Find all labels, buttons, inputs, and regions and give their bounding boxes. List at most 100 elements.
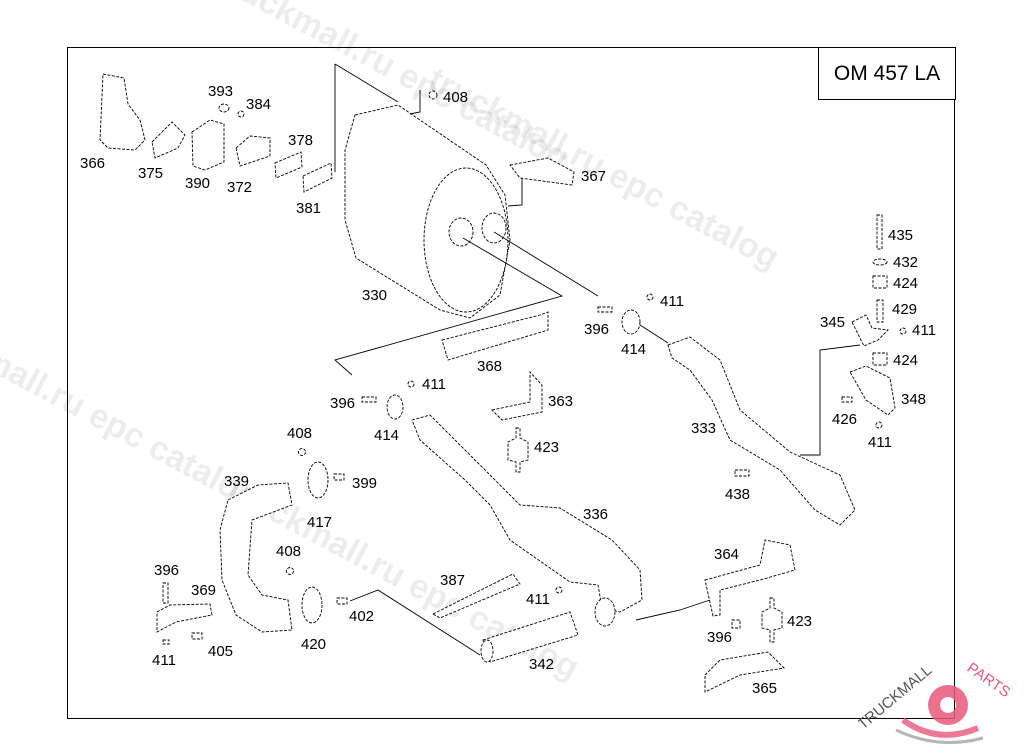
part-label-423[interactable]: 423 <box>787 613 813 630</box>
part-435-bolt[interactable] <box>876 214 883 250</box>
part-label-402[interactable]: 402 <box>349 608 375 625</box>
part-label-435[interactable]: 435 <box>888 227 914 244</box>
part-label-438[interactable]: 438 <box>725 486 751 503</box>
part-label-381[interactable]: 381 <box>296 200 322 217</box>
part-label-372[interactable]: 372 <box>227 179 253 196</box>
part-365-heat-shield[interactable] <box>704 651 785 693</box>
part-label-424[interactable]: 424 <box>893 352 919 369</box>
part-411-nut[interactable] <box>875 421 883 429</box>
part-408-nut[interactable] <box>286 567 294 575</box>
part-396-bolt[interactable] <box>162 582 169 604</box>
part-label-345[interactable]: 345 <box>820 314 846 331</box>
part-402-bolt[interactable] <box>336 597 348 605</box>
part-336-catalyst-pipe[interactable] <box>411 414 643 613</box>
part-363-bracket[interactable] <box>491 370 543 421</box>
part-label-387[interactable]: 387 <box>440 572 466 589</box>
part-432-washer[interactable] <box>872 258 888 266</box>
part-375-bracket[interactable] <box>151 121 186 159</box>
part-label-369[interactable]: 369 <box>191 582 217 599</box>
part-label-414[interactable]: 414 <box>374 427 400 444</box>
part-label-378[interactable]: 378 <box>288 132 314 149</box>
part-label-364[interactable]: 364 <box>714 546 740 563</box>
part-420-clamp[interactable] <box>301 586 323 624</box>
part-367-bracket[interactable] <box>509 157 575 186</box>
part-424-bushing[interactable] <box>872 352 888 366</box>
part-label-405[interactable]: 405 <box>208 643 234 660</box>
part-405-bolt[interactable] <box>191 632 203 640</box>
part-396-bolt[interactable] <box>731 619 741 629</box>
part-label-414[interactable]: 414 <box>621 341 647 358</box>
part-label-426[interactable]: 426 <box>832 411 858 428</box>
part-426-bolt[interactable] <box>841 396 853 403</box>
part-368-bracket[interactable] <box>441 311 549 361</box>
part-label-423[interactable]: 423 <box>534 439 560 456</box>
part-414-clamp[interactable] <box>621 309 641 335</box>
part-label-367[interactable]: 367 <box>581 168 607 185</box>
part-label-411[interactable]: 411 <box>422 376 446 393</box>
part-369-clamp[interactable] <box>156 603 213 633</box>
part-label-408[interactable]: 408 <box>287 425 313 442</box>
part-label-375[interactable]: 375 <box>138 165 164 182</box>
part-366-bracket[interactable] <box>99 73 146 151</box>
part-423-rubber-mount[interactable] <box>761 597 783 643</box>
part-399-bolt[interactable] <box>333 473 345 481</box>
part-364-bracket[interactable] <box>704 539 796 617</box>
part-label-411[interactable]: 411 <box>912 322 936 339</box>
part-label-342[interactable]: 342 <box>529 656 555 673</box>
part-label-424[interactable]: 424 <box>893 275 919 292</box>
part-label-339[interactable]: 339 <box>224 473 250 490</box>
part-label-411[interactable]: 411 <box>868 434 892 451</box>
part-424-bushing[interactable] <box>872 275 888 289</box>
part-label-365[interactable]: 365 <box>752 680 778 697</box>
part-label-363[interactable]: 363 <box>548 393 574 410</box>
part-label-420[interactable]: 420 <box>301 636 327 653</box>
part-411-nut[interactable] <box>555 586 563 594</box>
part-396-bolt[interactable] <box>361 396 377 403</box>
part-label-390[interactable]: 390 <box>185 175 211 192</box>
part-381-plate[interactable] <box>302 162 333 193</box>
part-label-396[interactable]: 396 <box>330 395 356 412</box>
part-label-417[interactable]: 417 <box>307 514 333 531</box>
part-label-384[interactable]: 384 <box>246 96 272 113</box>
part-411-nut[interactable] <box>899 327 907 335</box>
part-label-432[interactable]: 432 <box>893 254 919 271</box>
part-438-bolt[interactable] <box>734 469 750 477</box>
part-408-nut[interactable] <box>298 448 306 456</box>
part-label-393[interactable]: 393 <box>208 83 234 100</box>
part-label-411[interactable]: 411 <box>152 652 176 669</box>
part-387-heat-shield[interactable] <box>432 573 521 619</box>
part-372-bracket[interactable] <box>235 135 271 167</box>
part-390-rubber-mount[interactable] <box>191 119 225 171</box>
part-411-nut[interactable] <box>407 380 415 388</box>
part-label-348[interactable]: 348 <box>901 391 927 408</box>
part-408-nut[interactable] <box>428 90 438 100</box>
part-429-sleeve[interactable] <box>876 299 884 323</box>
part-423-rubber-mount[interactable] <box>507 427 529 473</box>
part-label-336[interactable]: 336 <box>583 506 609 523</box>
part-384-washer[interactable] <box>237 110 245 118</box>
part-label-366[interactable]: 366 <box>80 155 106 172</box>
part-label-399[interactable]: 399 <box>352 475 378 492</box>
part-label-396[interactable]: 396 <box>584 321 610 338</box>
part-label-429[interactable]: 429 <box>892 301 918 318</box>
part-393-bolt[interactable] <box>218 103 230 113</box>
part-345-bracket[interactable] <box>851 314 889 347</box>
part-348-bracket[interactable] <box>849 365 896 416</box>
part-411-nut[interactable] <box>162 639 170 645</box>
part-411-nut[interactable] <box>646 293 654 301</box>
part-label-396[interactable]: 396 <box>707 629 733 646</box>
part-label-408[interactable]: 408 <box>443 89 469 106</box>
part-378-plate[interactable] <box>274 151 303 179</box>
part-label-411[interactable]: 411 <box>526 591 550 608</box>
part-label-333[interactable]: 333 <box>691 420 717 437</box>
part-label-396[interactable]: 396 <box>154 562 180 579</box>
part-label-408[interactable]: 408 <box>276 543 302 560</box>
part-396-bolt[interactable] <box>597 306 613 313</box>
part-333-exhaust-pipe[interactable] <box>667 336 856 526</box>
part-339-bent-pipe[interactable] <box>219 482 293 633</box>
part-label-411[interactable]: 411 <box>660 293 684 310</box>
part-414-clamp[interactable] <box>386 394 404 420</box>
part-label-368[interactable]: 368 <box>477 358 503 375</box>
part-342-flex-pipe[interactable] <box>482 611 579 663</box>
part-417-clamp[interactable] <box>307 461 329 499</box>
